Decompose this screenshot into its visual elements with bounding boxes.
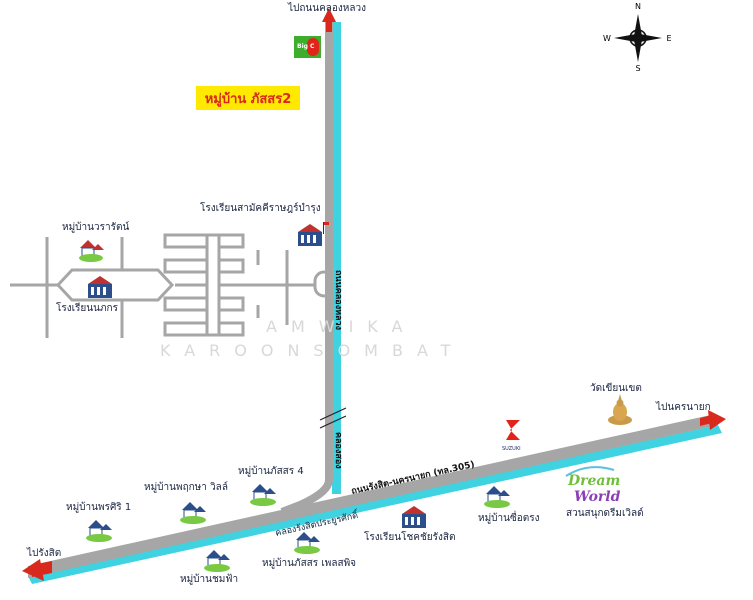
village-pornsiri-label: หมู่บ้านพรศิริ 1 — [66, 501, 131, 513]
east-road-label: ไปนครนายก — [655, 401, 711, 413]
big-c-label: Big C — [297, 43, 315, 50]
village-icon — [86, 520, 112, 542]
big-c-logo: Big C — [294, 36, 321, 58]
village-icon — [180, 502, 206, 524]
compass-west: W — [603, 34, 611, 43]
watermark-line2: KAROONSOMBAT — [160, 341, 464, 360]
school-north-label: โรงเรียนสามัคคีราษฎร์บำรุง — [200, 201, 321, 214]
village-sue-trong-label: หมู่บ้านซื่อตรง — [478, 510, 540, 524]
village-woraros-label: หมู่บ้านวรารัตน์ — [62, 221, 129, 233]
dream-world-logo: Dream World — [565, 466, 621, 505]
temple-icon — [608, 394, 632, 425]
compass-rose: N S W E — [603, 2, 671, 73]
school-west-label: โรงเรียนนภกร — [56, 301, 119, 314]
compass-east: E — [666, 34, 671, 43]
village-chomfa-label: หมู่บ้านชมฟ้า — [180, 573, 238, 585]
village-icon — [250, 484, 276, 506]
school-icon — [88, 276, 112, 298]
amusement-park-label: สวนสนุกดรีมเวิลด์ — [566, 507, 644, 519]
vertical-canal-label: คลองสอง — [333, 432, 343, 469]
temple-label: วัดเขียนเขต — [590, 382, 642, 394]
north-road-label: ไปถนนคลองหลวง — [287, 2, 366, 14]
local-street-loop — [55, 268, 175, 302]
street-blocks — [163, 233, 245, 337]
suzuki-label: SUZUKI — [502, 446, 521, 452]
watermark-line1: AMWIKA — [266, 317, 416, 336]
school-chotchai-label: โรงเรียนโชคชัยรังสิต — [364, 530, 455, 543]
village-pruksa-label: หมู่บ้านพฤกษา วิลล์ — [144, 481, 228, 493]
village-icon — [204, 550, 230, 572]
vertical-road-label: ถนนคลองหลวง — [333, 270, 343, 330]
west-road-label: ไปรังสิต — [26, 547, 61, 559]
project-label: หมู่บ้าน ภัสสร2 — [205, 91, 292, 107]
connector-road — [280, 479, 333, 516]
school-icon — [402, 506, 426, 528]
project-label-box: หมู่บ้าน ภัสสร2 — [196, 86, 300, 110]
village-passorn-pleng-label: หมู่บ้านภัสสร เพลสพิจ — [262, 557, 356, 569]
compass-south: S — [635, 64, 640, 73]
village-icon — [79, 240, 104, 262]
village-icon — [484, 486, 510, 508]
main-road — [28, 414, 722, 584]
village-passorn4-label: หมู่บ้านภัสสร 4 — [238, 465, 304, 477]
arrow-east — [700, 410, 726, 430]
dream-world-bottom: World — [574, 489, 621, 505]
bridge-mark — [319, 407, 347, 429]
vertical-road — [325, 22, 341, 494]
dream-world-top: Dream — [567, 473, 620, 489]
school-icon — [298, 222, 329, 246]
compass-north: N — [635, 2, 641, 11]
suzuki-logo: SUZUKI — [502, 420, 521, 452]
arrow-north — [322, 8, 336, 32]
arrow-west — [22, 559, 52, 581]
village-icon — [294, 532, 320, 554]
